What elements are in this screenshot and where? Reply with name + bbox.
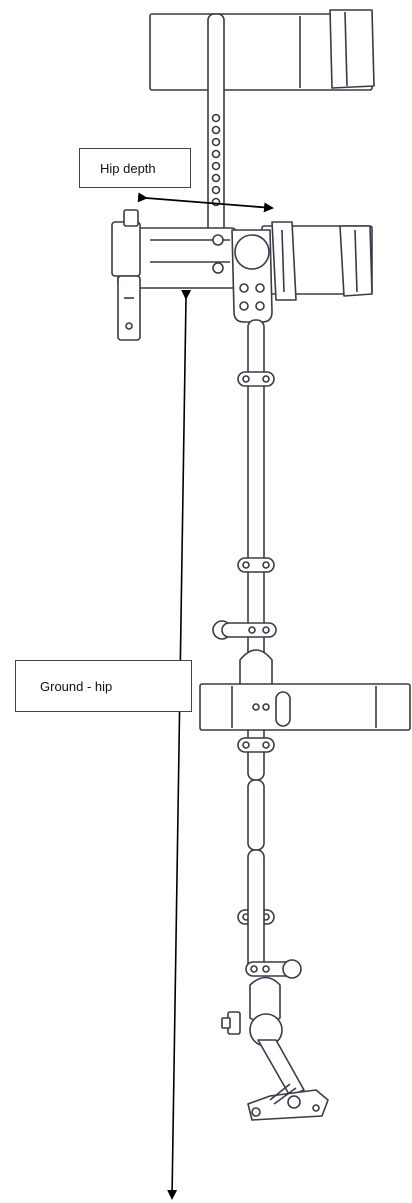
upright-clamp bbox=[237, 557, 275, 573]
upper-strap bbox=[149, 9, 375, 91]
pelvic-strap bbox=[261, 221, 373, 301]
ground-hip-text: Ground - hip bbox=[40, 678, 113, 694]
hip-depth-arrow bbox=[137, 192, 274, 213]
hip-joint-assembly bbox=[111, 209, 273, 341]
upright-clamp bbox=[237, 737, 275, 753]
hip-depth-label: Hip depth bbox=[79, 148, 191, 188]
ankle-joint-assembly bbox=[221, 849, 329, 1121]
ground-hip-arrow bbox=[167, 289, 192, 1200]
upper-upright-bar bbox=[207, 13, 225, 235]
ground-hip-label: Ground - hip bbox=[15, 660, 192, 712]
upright-clamp bbox=[237, 371, 275, 387]
long-upright bbox=[247, 319, 265, 851]
leg-strap bbox=[199, 683, 411, 731]
hip-depth-text: Hip depth bbox=[100, 160, 156, 176]
